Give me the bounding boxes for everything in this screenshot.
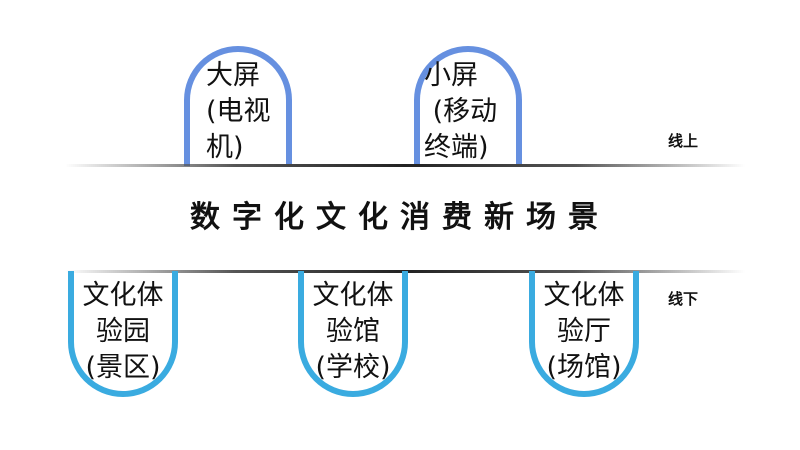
online-label: 线上 [668, 132, 699, 150]
offline-cup-school [298, 271, 408, 397]
offline-item-park: 文化体验园(景区) [82, 280, 164, 383]
offline-cup-park [68, 271, 178, 397]
offline-item-school: 文化体验馆(学校) [312, 280, 394, 383]
upper-divider [65, 164, 745, 167]
diagram-title: 数字化文化消费新场景 [190, 200, 610, 235]
offline-label: 线下 [668, 290, 699, 308]
online-item-small-screen: 小屏 (移动终端) [424, 60, 498, 163]
online-arch-small-screen [414, 46, 522, 166]
online-item-big-screen: 大屏(电视机) [206, 60, 271, 163]
online-arch-big-screen [184, 46, 292, 166]
offline-item-venue: 文化体验厅(场馆) [543, 280, 625, 383]
offline-cup-venue [529, 271, 639, 397]
